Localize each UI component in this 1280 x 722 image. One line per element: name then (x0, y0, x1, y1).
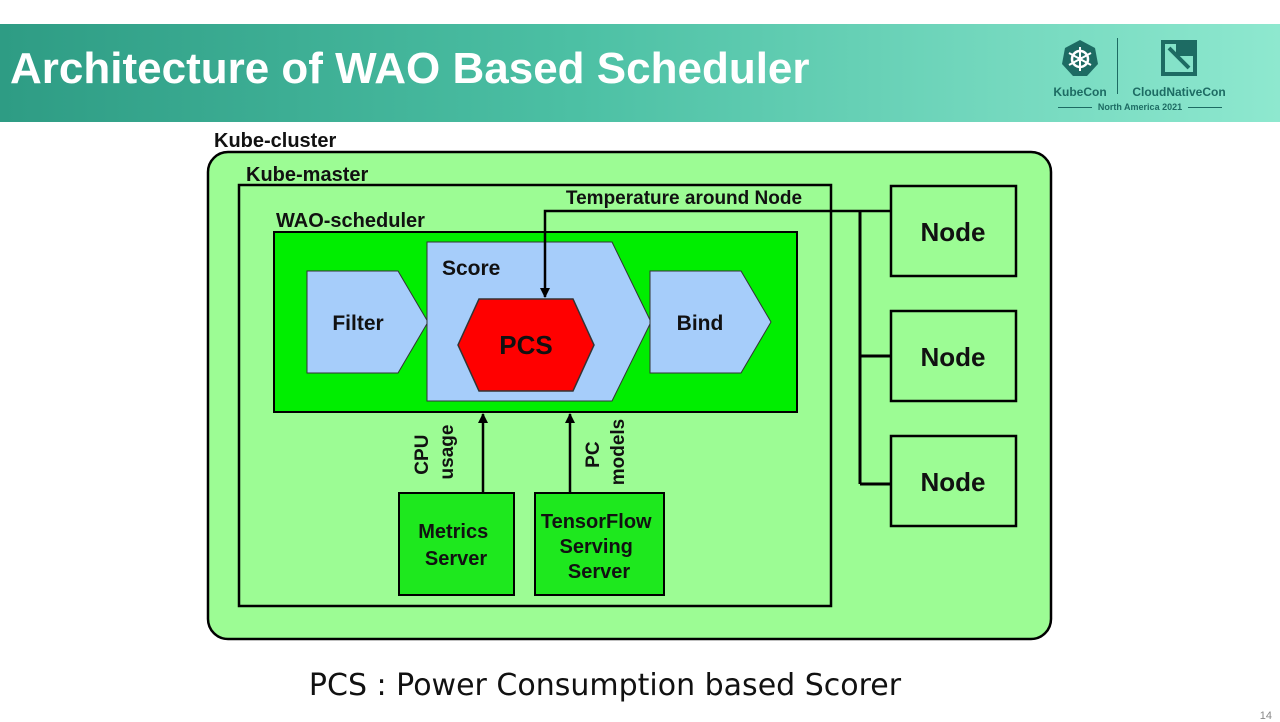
pcs-hexagon (457, 298, 595, 392)
filter-label: Filter (332, 312, 383, 335)
kubecon-label: KubeCon (1053, 85, 1107, 99)
pc-models-label: PC models (583, 419, 629, 486)
metrics-server-line: Server (425, 548, 487, 570)
node-label: Node (921, 342, 986, 372)
event-label: North America 2021 (1050, 102, 1230, 112)
tensorflow-server-line: Server (568, 561, 630, 583)
page-number: 14 (1259, 710, 1272, 722)
filter-stage (306, 270, 429, 374)
bind-label: Bind (677, 312, 724, 335)
node-box (889, 434, 1018, 528)
title-banner: Architecture of WAO Based Scheduler Kube… (0, 24, 1280, 122)
footer-caption: PCS : Power Consumption based Scorer (308, 668, 902, 703)
pc-models-line: models (608, 419, 629, 486)
cloudnativecon-label: CloudNativeCon (1132, 85, 1226, 99)
score-label: Score (442, 257, 500, 280)
node-box (889, 184, 1018, 278)
cloudnativecon-logo: CloudNativeCon (1124, 38, 1234, 99)
kubernetes-helm-icon (1062, 40, 1098, 76)
metrics-server-line: Metrics (418, 521, 488, 543)
node-label: Node (921, 467, 986, 497)
kube-master-label: Kube-master (246, 164, 368, 186)
cncf-icon (1161, 40, 1197, 76)
metrics-server-box (398, 492, 515, 596)
bind-stage (649, 270, 772, 374)
slide-title: Architecture of WAO Based Scheduler (10, 44, 810, 93)
temperature-arrow (540, 209, 891, 298)
tensorflow-server-box (534, 492, 665, 596)
pcs-label: PCS (499, 330, 552, 360)
metrics-server-label: Metrics Server (418, 521, 494, 570)
cpu-usage-line: CPU (412, 435, 433, 475)
node-connector-bus (858, 211, 891, 486)
temperature-label: Temperature around Node (566, 188, 802, 209)
logo-divider (1117, 38, 1118, 94)
node-label: Node (921, 217, 986, 247)
wao-scheduler-label: WAO-scheduler (276, 210, 425, 232)
kubecon-logo: KubeCon (1050, 38, 1110, 99)
tensorflow-server-line: Serving (560, 536, 633, 558)
cpu-usage-line: usage (437, 425, 458, 480)
node-box (889, 309, 1018, 403)
pc-models-line: PC (583, 441, 604, 468)
kube-cluster-label: Kube-cluster (214, 130, 336, 152)
tensorflow-server-label: TensorFlow Serving Server (541, 511, 657, 583)
cpu-usage-label: CPU usage (412, 425, 458, 480)
kube-master-box (237, 183, 833, 608)
tensorflow-server-line: TensorFlow (541, 511, 652, 533)
